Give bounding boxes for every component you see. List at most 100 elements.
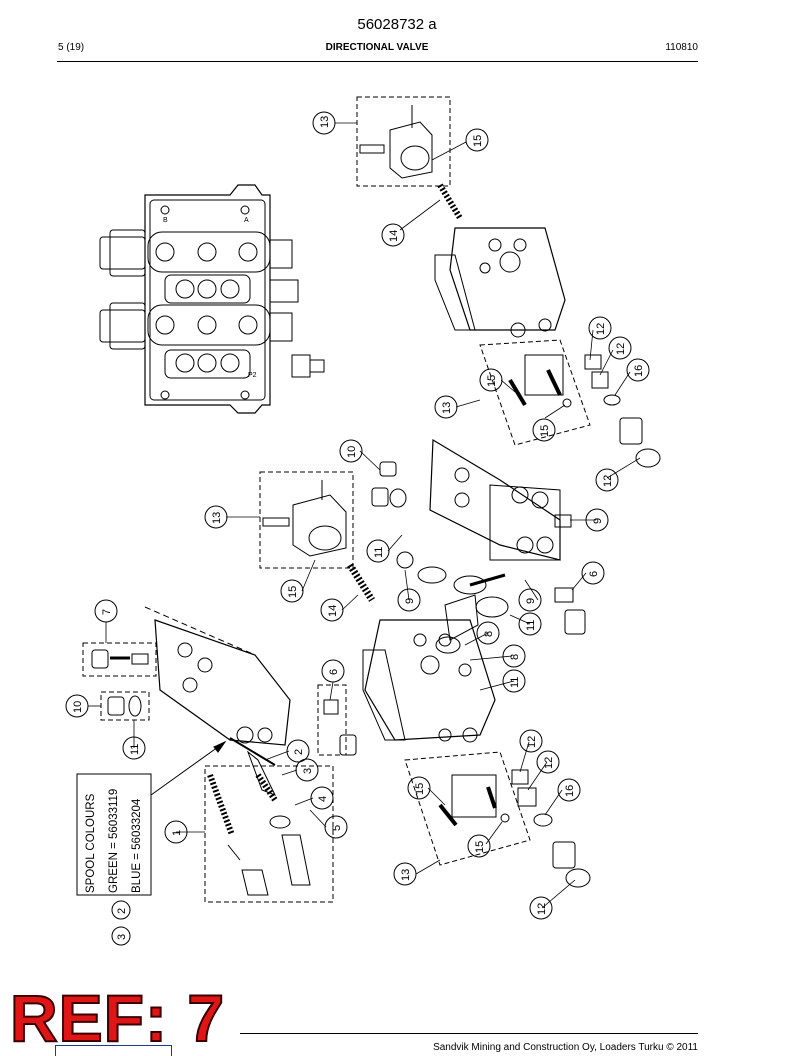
callout-12: 12 [595,468,619,492]
document-number: 56028732 a [357,16,437,33]
svg-text:15: 15 [472,135,484,147]
svg-text:7: 7 [101,609,113,615]
svg-text:10: 10 [346,446,358,458]
callout-2: 2 [286,739,310,763]
callout-13: 13 [204,505,228,529]
callout-4: 4 [310,786,334,810]
spool-note-green: GREEN = 56033119 [108,789,120,893]
footer-logo-band [55,1045,172,1056]
svg-text:12: 12 [526,736,538,748]
callout-3: 3 [295,758,319,782]
callout-1: 1 [164,820,188,844]
callout-12: 12 [588,316,612,340]
callout-2: 2 [111,900,131,920]
svg-text:6: 6 [328,669,340,675]
svg-text:13: 13 [441,402,453,414]
page-number: 5 (19) [58,42,85,53]
document-code: 110810 [665,42,698,53]
lower-valve-section [362,619,531,866]
header-rule [57,61,698,62]
callout-13: 13 [393,862,417,886]
callout-15: 15 [280,579,304,603]
svg-text:15: 15 [414,783,426,795]
svg-text:3: 3 [116,934,128,940]
svg-text:8: 8 [509,654,521,660]
callout-13: 13 [312,111,336,135]
lower-relief-valves [511,769,591,888]
svg-text:5: 5 [331,825,343,831]
callout-12: 12 [608,336,632,360]
upper-valve-section [434,227,591,446]
svg-text:15: 15 [287,586,299,598]
callout-15: 15 [467,834,491,858]
svg-text:11: 11 [525,620,537,631]
upper-solenoid-group [356,96,463,220]
svg-text:14: 14 [388,230,400,242]
callout-11: 11 [122,736,146,760]
svg-text:9: 9 [404,598,416,604]
callout-11: 11 [518,612,542,636]
svg-text:6: 6 [588,571,600,577]
svg-text:12: 12 [602,475,614,487]
left-end-section [82,606,357,903]
svg-text:16: 16 [633,365,645,377]
svg-text:11: 11 [509,677,521,688]
callout-6: 6 [321,659,345,683]
callout-10: 10 [339,439,363,463]
svg-text:13: 13 [211,512,223,524]
callout-5: 5 [324,815,348,839]
svg-text:14: 14 [327,605,339,617]
footer-rule [240,1033,698,1034]
page-title: DIRECTIONAL VALVE [325,42,429,53]
callout-13: 13 [434,395,458,419]
svg-text:1: 1 [171,830,183,836]
svg-text:8: 8 [483,631,495,637]
callout-11: 11 [502,669,526,693]
svg-text:9: 9 [525,598,537,604]
svg-text:11: 11 [373,547,385,558]
middle-solenoid-group [259,471,375,602]
port-p2-label: P2 [248,372,257,379]
callout-14: 14 [381,223,405,247]
callout-8: 8 [502,644,526,668]
svg-text:15: 15 [474,841,486,853]
callout-12: 12 [536,750,560,774]
callout-9: 9 [585,508,609,532]
callout-3: 3 [111,926,131,946]
callout-15: 15 [532,418,556,442]
callout-15: 15 [479,368,503,392]
spool-note-title: SPOOL COLOURS [85,793,97,893]
callout-9: 9 [397,588,421,612]
footer-copyright: Sandvik Mining and Construction Oy, Load… [433,1042,698,1053]
svg-text:11: 11 [129,744,141,755]
port-b-label: B [163,217,168,224]
assembled-valve: B A P2 [99,184,325,414]
callout-6: 6 [581,561,605,585]
svg-text:10: 10 [72,701,84,713]
svg-text:15: 15 [486,375,498,387]
upper-relief-valves [584,354,661,468]
svg-text:9: 9 [592,518,604,524]
callouts: 13 15 14 12 12 16 15 13 15 12 10 13 11 1… [65,111,650,946]
svg-text:13: 13 [400,869,412,881]
svg-text:12: 12 [615,343,627,355]
svg-text:4: 4 [317,796,329,802]
svg-text:12: 12 [595,323,607,335]
callout-16: 16 [557,778,581,802]
callout-12: 12 [529,896,553,920]
callout-12: 12 [519,729,543,753]
svg-text:15: 15 [539,425,551,437]
callout-9: 9 [518,588,542,612]
callout-16: 16 [626,358,650,382]
svg-text:2: 2 [293,749,305,755]
ref-stamp: REF: 7 [9,981,226,1055]
spool-colours-note: SPOOL COLOURS GREEN = 56033119 BLUE = 56… [76,740,227,896]
svg-text:2: 2 [116,908,128,914]
callout-15: 15 [465,128,489,152]
callout-8: 8 [476,621,500,645]
callout-15: 15 [407,776,431,800]
svg-text:3: 3 [302,768,314,774]
leader-lines [88,122,641,909]
svg-text:16: 16 [564,785,576,797]
